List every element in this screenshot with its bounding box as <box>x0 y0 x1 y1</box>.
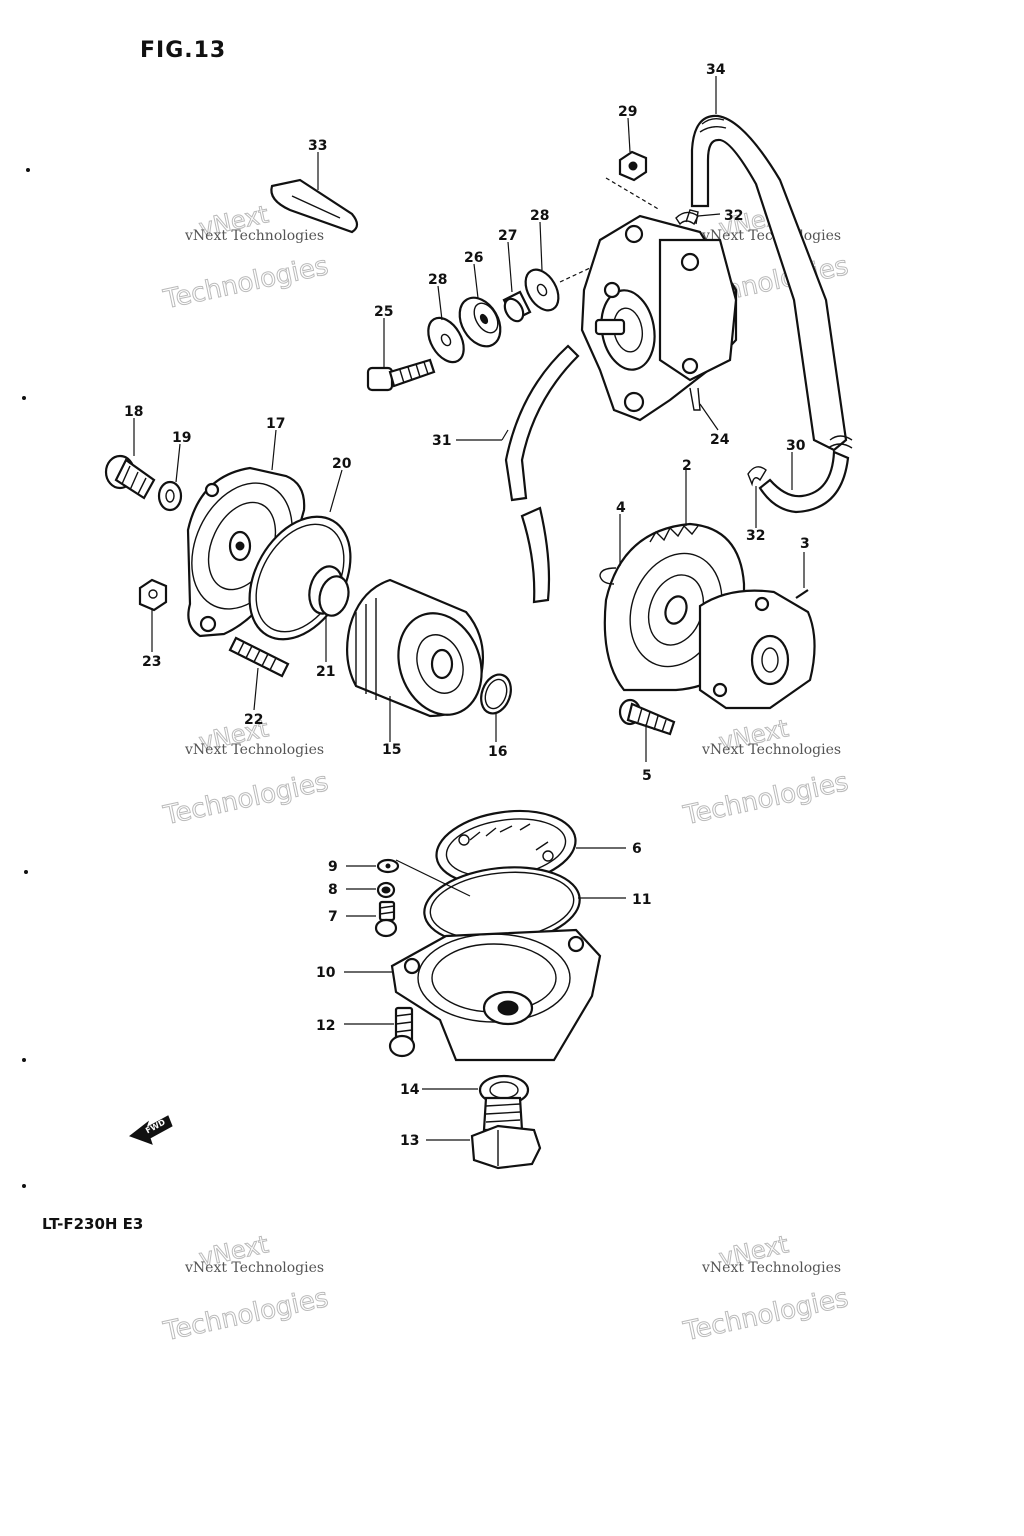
fwd-arrow-icon: FWD <box>128 1115 173 1145</box>
callout-31: 31 <box>432 433 451 449</box>
part-12-bolt <box>388 1006 416 1058</box>
callout-23: 23 <box>142 654 161 670</box>
callout-27: 27 <box>498 228 517 244</box>
watermark-word-large: Technologies <box>680 1283 851 1347</box>
part-19-washer <box>157 480 183 512</box>
part-31-hose <box>504 344 580 604</box>
watermark-text: vNext Technologies <box>184 1260 324 1276</box>
watermark-text: vNext Technologies <box>184 742 324 758</box>
callout-33: 33 <box>308 138 327 154</box>
callout-24: 24 <box>710 432 730 448</box>
watermark-word-large: Technologies <box>680 767 851 831</box>
part-23-nut <box>138 578 168 612</box>
callout-2: 2 <box>682 458 692 474</box>
callout-30: 30 <box>786 438 806 454</box>
callout-21: 21 <box>316 664 335 680</box>
part-29-nut <box>618 150 648 182</box>
part-4-circlip <box>599 567 617 585</box>
watermark-text: vNext Technologies <box>701 1260 841 1276</box>
watermark-top-left: vNext vNext Technologies Technologies <box>160 200 332 316</box>
part-7-screw <box>374 900 398 938</box>
part-3-pin <box>795 589 809 599</box>
callout-10: 10 <box>316 965 336 981</box>
callout-11: 11 <box>632 892 651 908</box>
callout-16: 16 <box>488 744 507 760</box>
part-22-stud <box>228 636 290 678</box>
callout-13: 13 <box>400 1133 419 1149</box>
callout-3: 3 <box>800 536 810 552</box>
part-15-oil-filter <box>345 578 484 718</box>
callout-29: 29 <box>618 104 637 120</box>
part-28-washer-left <box>427 316 465 364</box>
part-25-bolt <box>366 358 436 392</box>
watermark-mid-right: vNext vNext Technologies Technologies <box>680 714 852 832</box>
part-13-drain-plug <box>470 1096 542 1170</box>
callout-28-right: 28 <box>530 208 549 224</box>
callout-34: 34 <box>706 62 726 78</box>
part-16-o-ring <box>480 673 512 715</box>
watermark-word-large: Technologies <box>160 767 331 831</box>
callout-19: 19 <box>172 430 191 446</box>
part-32-clip-bottom <box>747 466 767 487</box>
callout-22: 22 <box>244 712 263 728</box>
watermark-word-large: Technologies <box>160 251 331 315</box>
part-10-oil-cover <box>390 928 602 1062</box>
part-9-washer <box>376 858 400 874</box>
part-27-collar <box>502 290 532 323</box>
part-21-o-ring <box>308 565 350 617</box>
callout-labels: 2 3 4 5 6 7 8 9 10 11 12 13 14 15 16 17 … <box>124 62 810 1149</box>
leader-lines <box>133 76 805 1141</box>
scan-specks <box>22 168 30 1188</box>
callout-28-left: 28 <box>428 272 447 288</box>
callout-32-top: 32 <box>724 208 743 224</box>
watermark-text: vNext Technologies <box>701 742 841 758</box>
callout-25: 25 <box>374 304 393 320</box>
part-34-hose <box>690 114 853 452</box>
part-26-grommet <box>458 296 502 348</box>
model-label: LT-F230H E3 <box>42 1215 143 1233</box>
callout-4: 4 <box>616 500 626 516</box>
part-28-washer-right <box>524 268 560 312</box>
callout-26: 26 <box>464 250 483 266</box>
part-8-washer <box>376 881 396 899</box>
callout-17: 17 <box>266 416 285 432</box>
watermark-text: vNext Technologies <box>184 228 324 244</box>
part-2-oil-pump <box>603 522 816 710</box>
callout-7: 7 <box>328 909 338 925</box>
callout-8: 8 <box>328 882 338 898</box>
part-33-clamp <box>270 178 359 234</box>
part-30-hose <box>758 450 850 514</box>
part-32-clip-top <box>675 211 699 226</box>
watermark-text: vNext Technologies <box>701 228 841 244</box>
callout-14: 14 <box>400 1082 420 1098</box>
callout-18: 18 <box>124 404 143 420</box>
part-5-bolt <box>618 698 676 736</box>
callout-15: 15 <box>382 742 401 758</box>
watermark-word-large: Technologies <box>160 1283 331 1347</box>
figure-title: FIG.13 <box>140 38 226 63</box>
watermark-bottom-left: vNext vNext Technologies Technologies <box>160 1230 332 1348</box>
callout-20: 20 <box>332 456 352 472</box>
watermark-mid-left: vNext vNext Technologies Technologies <box>160 714 332 832</box>
callout-32-bottom: 32 <box>746 528 765 544</box>
callout-12: 12 <box>316 1018 335 1034</box>
part-24-fuel-pump <box>580 209 738 422</box>
part-18-bolt <box>104 454 156 500</box>
callout-6: 6 <box>632 841 642 857</box>
callout-5: 5 <box>642 768 652 784</box>
watermark-bottom-right: vNext vNext Technologies Technologies <box>680 1230 852 1348</box>
callout-9: 9 <box>328 859 338 875</box>
